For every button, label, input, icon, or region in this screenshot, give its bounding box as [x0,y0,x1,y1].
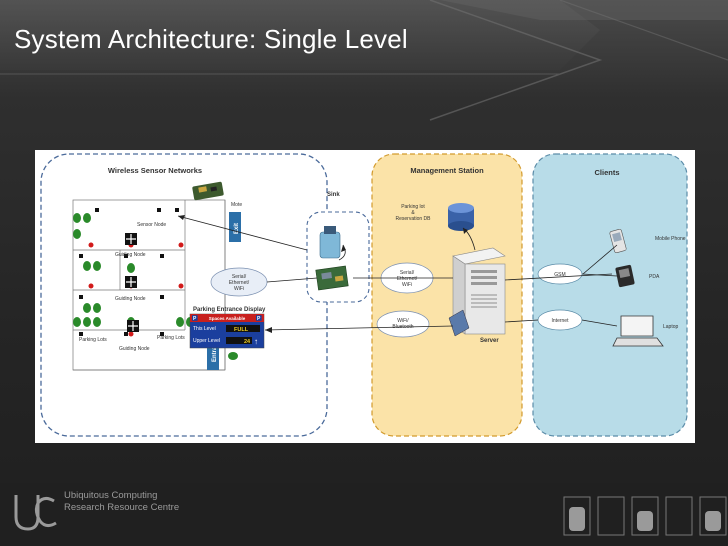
guiding-node-label-2: Guiding Node [115,296,146,302]
display-title: Parking Entrance Display [193,307,266,313]
parking-entrance-display: P Spaces Available P This Level FULL Upp… [189,313,265,349]
mote-label: Mote [231,202,242,208]
wsn-region-label: Wireless Sensor Networks [108,166,202,175]
title-banner-arrow [0,0,728,121]
management-region [371,153,523,437]
footer-org-line1: Ubiquitous Computing [64,490,158,501]
wifi-bluetooth-ellipse [376,310,430,338]
display-p-right [256,315,262,321]
slide-title: System Architecture: Single Level [14,24,408,54]
parking-lots-left-label: Parking Lots [79,337,107,343]
sensor-node-markers [79,208,179,336]
display-row1-value: FULL [234,327,249,333]
guiding-node-label-3: Guiding Node [119,346,150,352]
footer-org-line2: Research Resource Centre [64,502,180,513]
footer-org-text: Ubiquitous Computing Research Resource C… [64,490,179,514]
pda-icon [615,264,635,288]
exit-bar [229,212,241,242]
sensor-node-label: Sensor Node [137,222,166,228]
server-icon [448,247,506,337]
display-arrow: ↑ [254,337,258,346]
gsm-label: GSM [554,272,565,278]
footer-bar [0,483,728,546]
display-row2-label: Upper Level [193,338,220,344]
mote-icon [192,181,224,201]
clients-region-label: Clients [594,168,619,177]
connector-arrowheads [178,215,468,333]
clients-region [532,153,688,437]
wsn-region [40,153,328,437]
serial-wifi-left-line3: WiFi [234,286,244,292]
mobile-phone-icon [609,228,627,254]
guiding-node-icon [127,320,139,332]
sink-label: Sink [327,192,340,198]
sink-gateway-icon [319,226,341,259]
parking-lots-right-label: Parking Lots [157,335,185,341]
connector-lines [177,215,618,331]
serial-wifi-mid-line2: Ethernet/ [397,276,418,282]
serial-wifi-left-line1: Serial/ [232,274,247,280]
exit-label: Exit [234,223,240,234]
server-label: Server [480,338,499,344]
footer-car-icons [563,496,727,536]
wifi-bluetooth-line1: WiFi/ [397,318,409,324]
display-header: Spaces Available [209,316,246,321]
serial-wifi-left-line2: Ethernet/ [229,280,250,286]
display-p-right-glyph: P [257,316,261,322]
mobile-phone-label: Mobile Phone [655,236,686,242]
database-icon [448,203,474,231]
architecture-diagram: Wireless Sensor Networks Management Stat… [35,150,695,443]
management-region-label: Management Station [410,166,484,175]
guiding-node-label-1: Guiding Node [115,252,146,258]
db-label-line1: Parking lot [401,204,425,210]
display-p-left-glyph: P [193,316,197,322]
guiding-node-icon [125,233,137,245]
pda-label: PDA [649,274,660,280]
db-label-line3: Reservation DB [395,216,431,222]
serial-wifi-mid-line3: WiFi [402,282,412,288]
entrance-label: Entrance [212,336,218,362]
serial-wifi-mid-line1: Serial/ [400,270,415,276]
display-row1-label: This Level [193,326,216,332]
diagram-canvas: Wireless Sensor Networks Management Stat… [40,153,688,437]
guiding-node-icon [125,276,137,288]
laptop-icon [612,315,664,347]
db-label-line2: & [411,210,415,216]
internet-label: Internet [552,318,570,324]
display-p-left [192,315,198,321]
laptop-label: Laptop [663,324,679,330]
sink-board-icon [315,265,349,291]
uc-logo-icon [14,495,57,531]
display-row2-value: 24 [244,339,251,345]
